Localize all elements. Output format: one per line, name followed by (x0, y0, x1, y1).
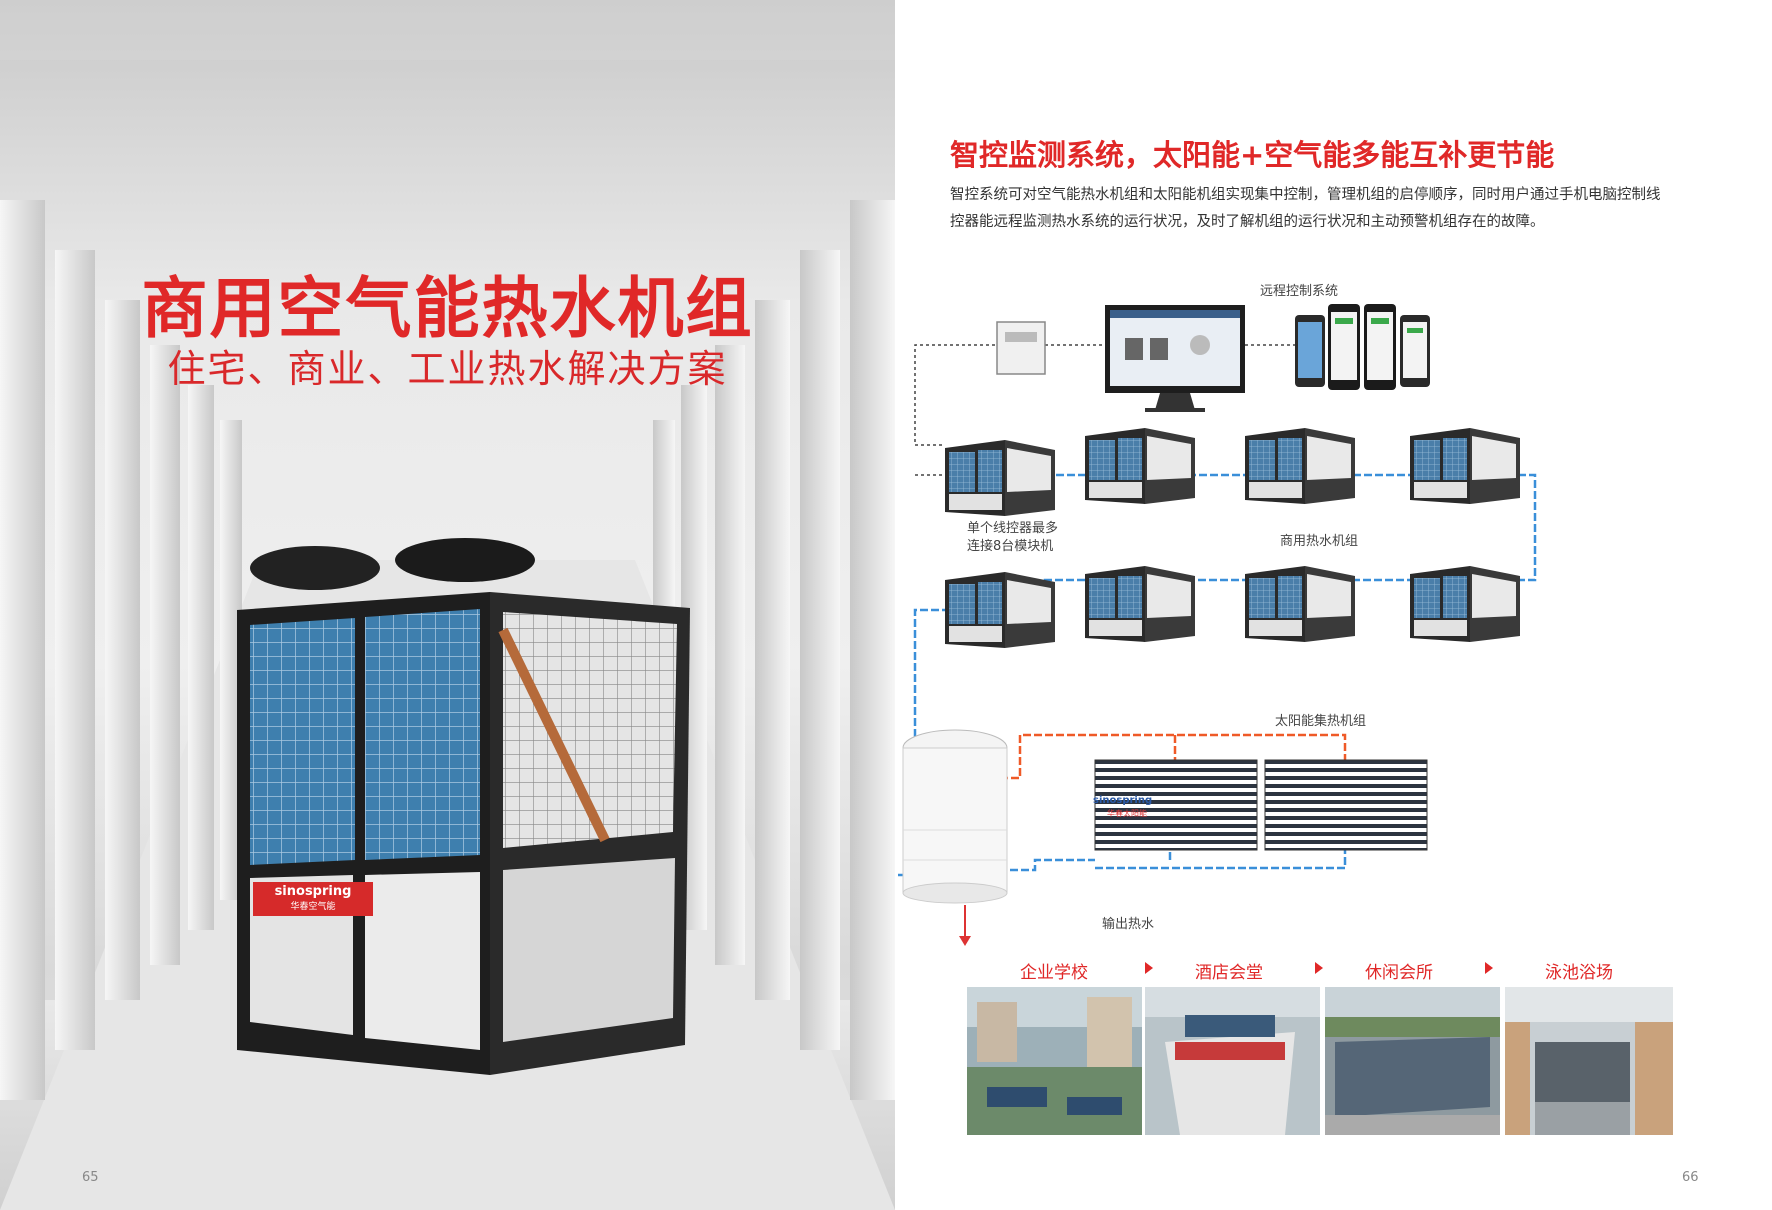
controller-note-line-2: 连接8台模块机 (967, 539, 1054, 554)
commercial-units-label: 商用热水机组 (1280, 534, 1359, 549)
photo-club (1325, 987, 1500, 1135)
application-label-school: 企业学校 (1020, 963, 1088, 983)
section-description: 智控系统可对空气能热水机组和太阳能机组实现集中控制，管理机组的启停顺序，同时用户… (950, 182, 1720, 236)
solar-collectors-label: 太阳能集热机组 (1275, 714, 1367, 729)
section-title: 智控监测系统，太阳能+空气能多能互补更节能 (950, 138, 1555, 172)
application-label-hotel: 酒店会堂 (1195, 963, 1263, 983)
photo-pool (1505, 987, 1673, 1135)
left-page: 商用空气能热水机组 住宅、商业、工业热水解决方案 s (0, 0, 895, 1210)
hero-subtitle: 住宅、商业、工业热水解决方案 (167, 347, 728, 391)
system-diagram (895, 304, 1537, 946)
brand-name: sinospring (274, 884, 352, 899)
description-line-1: 智控系统可对空气能热水机组和太阳能机组实现集中控制，管理机组的启停顺序，同时用户… (950, 187, 1661, 203)
output-label: 输出热水 (1102, 917, 1155, 932)
tank-brand: sinospring (1093, 795, 1153, 806)
tank-brand-cn: 华春太阳能 (1107, 809, 1147, 818)
arrow-icon (1145, 962, 1153, 974)
controller-note-line-1: 单个线控器最多 (967, 521, 1059, 536)
page-number-left: 65 (82, 1170, 99, 1185)
brand-name-cn: 华春空气能 (290, 902, 336, 912)
remote-control-label: 远程控制系统 (1260, 284, 1339, 299)
photo-hotel (1145, 987, 1320, 1135)
photo-school (967, 987, 1142, 1135)
arrow-icon (1315, 962, 1323, 974)
hero-title: 商用空气能热水机组 (141, 270, 754, 347)
page-number-right: 66 (1682, 1170, 1699, 1185)
heat-pump-unit-image (237, 538, 690, 1075)
application-label-club: 休闲会所 (1365, 963, 1433, 983)
arrow-icon (1485, 962, 1493, 974)
description-line-2: 控器能远程监测热水系统的运行状况，及时了解机组的运行状况和主动预警机组存在的故障… (950, 214, 1545, 230)
application-label-pool: 泳池浴场 (1545, 963, 1613, 983)
right-page: 智控监测系统，太阳能+空气能多能互补更节能 智控系统可对空气能热水机组和太阳能机… (895, 0, 1772, 1210)
brand-badge: sinospring 华春空气能 (253, 882, 373, 916)
